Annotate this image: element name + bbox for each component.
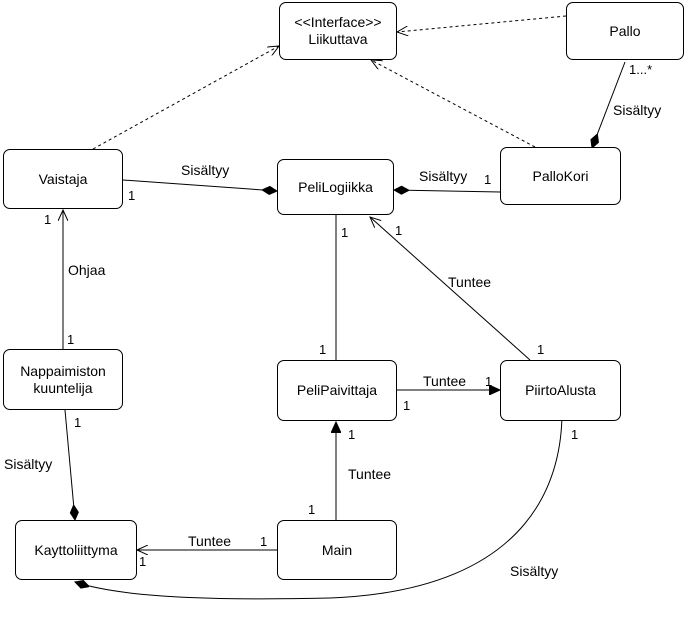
label-pallo-pallokori: Sisältyy [613,102,662,118]
liikuttava-stereotype: <<Interface>> [294,14,382,30]
piirtoalusta-kayttoliittyma-composition [75,411,563,600]
mult-piirtoalusta-top: 1 [537,342,545,357]
vaistaja-realizes-liikuttava [92,46,279,150]
kayttoliittyma-name: Kayttoliittyma [34,541,118,558]
label-piirtoalusta-kayttoliittyma: Sisältyy [510,563,559,579]
mult-main-top: 1 [308,502,316,517]
label-pallokori-pelilogiikka: Sisältyy [419,168,468,184]
vaistaja-name: Vaistaja [38,170,88,187]
class-main[interactable]: Main [277,520,397,580]
pallokori-name: PalloKori [532,167,589,184]
class-pelipaivittaja[interactable]: PeliPaivittaja [277,360,397,421]
class-nappaimiston-kuuntelija[interactable]: Nappaimiston kuuntelija [3,349,123,410]
class-pallo[interactable]: Pallo [566,2,684,60]
class-kayttoliittyma[interactable]: Kayttoliittyma [15,520,137,580]
mult-pelilogiikka-bottom-right: 1 [395,223,403,238]
main-name: Main [321,541,353,558]
pelipaivittaja-name: PeliPaivittaja [296,382,378,398]
vaistaja-pelilogiikka-composition [122,179,277,191]
mult-pelipaivittaja-right: 1 [403,398,411,413]
nappaimiston-name-line1: Nappaimiston [20,362,106,379]
mult-vaistaja-bottom: 1 [44,212,52,227]
nappaimiston-kayttoliittyma-composition [64,409,75,520]
mult-piirtoalusta-left: 1 [485,374,493,389]
mult-vaistaja-right: 1 [128,188,136,203]
label-piirtoalusta-pelilogiikka: Tuntee [448,274,492,290]
pallokori-realizes-liikuttava [371,60,536,148]
mult-piirtoalusta-bottom: 1 [571,427,579,442]
label-pelipaivittaja-piirtoalusta: Tuntee [423,373,467,389]
piirtoalusta-name: PiirtoAlusta [525,382,596,398]
pelilogiikka-name: PeliLogiikka [298,178,373,195]
mult-main-left: 1 [260,534,268,549]
label-ohjaa: Ohjaa [68,262,106,278]
mult-pallo-end: 1...* [629,62,653,77]
class-vaistaja[interactable]: Vaistaja [3,149,123,209]
label-nappaimiston-kayttoliittyma: Sisältyy [4,456,53,472]
liikuttava-name: Liikuttava [308,31,368,47]
class-pelilogiikka[interactable]: PeliLogiikka [277,159,394,215]
pallo-pallokori-composition [592,61,626,148]
label-main-pelipaivittaja: Tuntee [348,466,392,482]
mult-pelipaivittaja-bottom: 1 [348,427,356,442]
class-liikuttava[interactable]: <<Interface>> Liikuttava [279,2,397,60]
class-piirtoalusta[interactable]: PiirtoAlusta [500,360,621,421]
piirtoalusta-tuntee-pelilogiikka [370,217,531,361]
nappaimiston-name-line2: kuuntelija [33,379,93,396]
label-vaistaja-pelilogiikka: Sisältyy [181,162,230,178]
mult-pelilogiikka-bottom: 1 [341,225,349,240]
class-pallokori[interactable]: PalloKori [500,147,621,205]
mult-pallokori-left: 1 [484,172,492,187]
pallokori-pelilogiikka-composition [394,190,501,192]
pallo-realizes-liikuttava [397,15,567,32]
label-main-kayttoliittyma: Tuntee [188,533,232,549]
mult-pelipaivittaja-top: 1 [319,342,327,357]
mult-kayttoliittyma-right: 1 [139,554,147,569]
mult-nappaimiston-bottom: 1 [74,415,82,430]
mult-nappaimiston-top: 1 [67,332,75,347]
pallo-name: Pallo [609,22,641,39]
